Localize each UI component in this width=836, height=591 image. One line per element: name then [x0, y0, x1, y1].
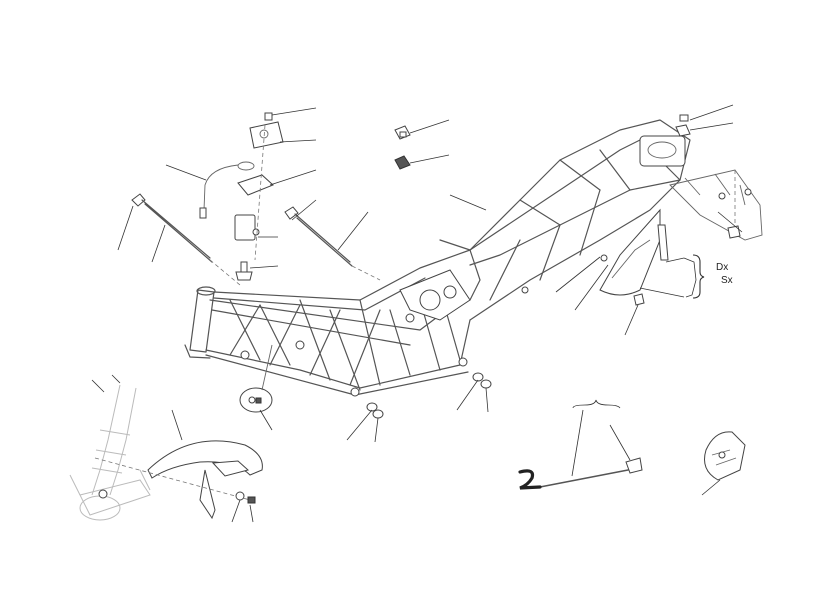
trellis-frame: [184, 119, 691, 397]
ignition-parts: [199, 112, 284, 281]
sensor-bracket: [239, 344, 273, 413]
front-fork: [69, 384, 151, 521]
side-panels: [599, 208, 697, 306]
label-right-dx: Dx: [716, 262, 729, 273]
bushings: [366, 372, 492, 419]
leader-lines: [91, 104, 743, 523]
dx-sx-brace: [692, 254, 705, 299]
cable-assembly: [518, 399, 643, 490]
front-mudguard: [94, 440, 263, 520]
label-left-sx: Sx: [721, 275, 733, 286]
rear-bracket: [669, 169, 763, 241]
cable-cover: [704, 431, 746, 481]
long-bolts: [131, 193, 381, 286]
seat-bolts: [394, 114, 691, 170]
